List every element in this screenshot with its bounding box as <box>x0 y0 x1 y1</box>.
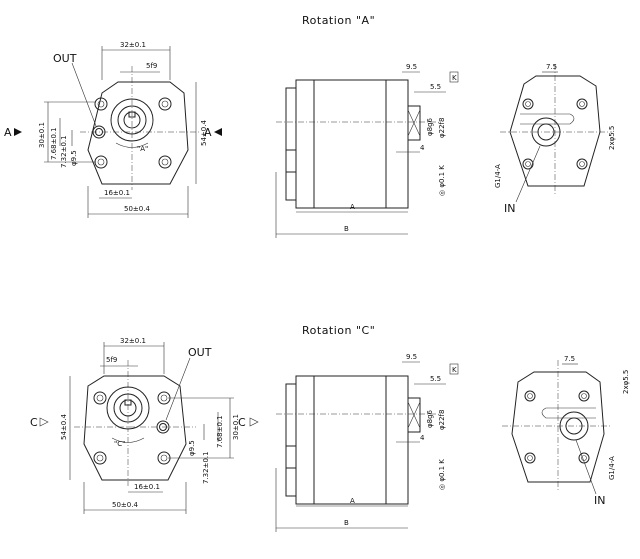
side-view-c: 9.5 5.5 K φ8g6 φ22f8 4 ◎ φ0.1 K A B <box>275 353 459 532</box>
rotation-mark-c: "C" <box>114 440 125 448</box>
dim-b-a: B <box>344 225 349 233</box>
dim-9-5-side-a: 9.5 <box>406 63 417 71</box>
dim-9-5-c: φ9.5 <box>188 440 196 456</box>
in-label-c: IN <box>594 494 605 507</box>
dim-4-a: 4 <box>420 144 425 152</box>
dia-8-c: φ8g6 <box>426 409 434 428</box>
rotation-a-title: Rotation "A" <box>302 14 375 27</box>
dim-7-5-a: 7.5 <box>546 63 557 71</box>
out-label-a: OUT <box>53 52 77 65</box>
dim-4-c: 4 <box>420 434 425 442</box>
dim-54-c: 54±0.4 <box>60 414 68 440</box>
tol-c: ◎ φ0.1 K <box>438 459 446 490</box>
dim-5f9-c: 5f9 <box>106 356 117 364</box>
rotation-mark-a: "A" <box>137 145 148 153</box>
out-label-c: OUT <box>188 346 212 359</box>
dim-30-a: 30±0.1 <box>38 122 46 148</box>
dim-5-5-a: 5.5 <box>430 83 441 91</box>
hole-2x-a: 2xφ5.5 <box>608 126 616 150</box>
dim-30-c: 30±0.1 <box>232 414 240 440</box>
k-c: K <box>452 366 457 374</box>
rotation-c-group: Rotation "C" "C" 32±0.1 5f9 OUT <box>30 324 630 532</box>
rear-view-c: 7.5 2xφ5.5 G1/4-A IN <box>502 355 630 507</box>
dim-7-68-c: 7.68±0.1 <box>216 415 224 448</box>
front-view-a: "A" 32±0.1 5f9 OUT A A 30±0.1 7.68±0.1 <box>4 41 222 218</box>
dia-22-c: φ22f8 <box>438 410 446 430</box>
hole-2x-c: 2xφ5.5 <box>622 370 630 394</box>
rotation-c-title: Rotation "C" <box>302 324 375 337</box>
section-c-right: C <box>238 416 246 429</box>
dia-22-a: φ22f8 <box>438 118 446 138</box>
dim-16-a: 16±0.1 <box>104 189 130 197</box>
dim-a-c: A <box>350 497 355 505</box>
dim-7-32-a: 7.32±0.1 <box>60 135 68 168</box>
rotation-a-group: Rotation "A" "A" 32±0.1 <box>4 14 616 238</box>
dim-5f9-a: 5f9 <box>146 62 157 70</box>
dim-7-5-c: 7.5 <box>564 355 575 363</box>
dim-32-a: 32±0.1 <box>120 41 146 49</box>
k-a: K <box>452 74 457 82</box>
tol-a: ◎ φ0.1 K <box>438 165 446 196</box>
side-view-a: 9.5 5.5 K φ8g6 φ22f8 4 ◎ φ0.1 K A B <box>275 63 459 238</box>
dim-50-a: 50±0.4 <box>124 205 150 213</box>
dim-a-a: A <box>350 203 355 211</box>
dim-16-c: 16±0.1 <box>134 483 160 491</box>
dim-9-5-a: φ9.5 <box>70 150 78 166</box>
dim-9-5-side-c: 9.5 <box>406 353 417 361</box>
thread-c: G1/4-A <box>608 456 616 480</box>
front-view-c: "C" 32±0.1 5f9 OUT C C 54±0.4 30 <box>30 337 259 514</box>
dim-7-32-c: 7.32±0.1 <box>202 451 210 484</box>
dim-7-68-a: 7.68±0.1 <box>50 127 58 160</box>
dim-b-c: B <box>344 519 349 527</box>
thread-a: G1/4-A <box>494 164 502 188</box>
in-label-a: IN <box>504 202 515 215</box>
dim-5-5-c: 5.5 <box>430 375 441 383</box>
section-c-left: C <box>30 416 38 429</box>
section-a-left: A <box>4 126 12 139</box>
dim-54-a: 54±0.4 <box>200 120 208 146</box>
dia-8-a: φ8g6 <box>426 117 434 136</box>
section-a-right: A <box>204 126 212 139</box>
dim-50-c: 50±0.4 <box>112 501 138 509</box>
dim-32-c: 32±0.1 <box>120 337 146 345</box>
rear-view-a: 7.5 2xφ5.5 G1/4-A IN <box>494 63 616 215</box>
